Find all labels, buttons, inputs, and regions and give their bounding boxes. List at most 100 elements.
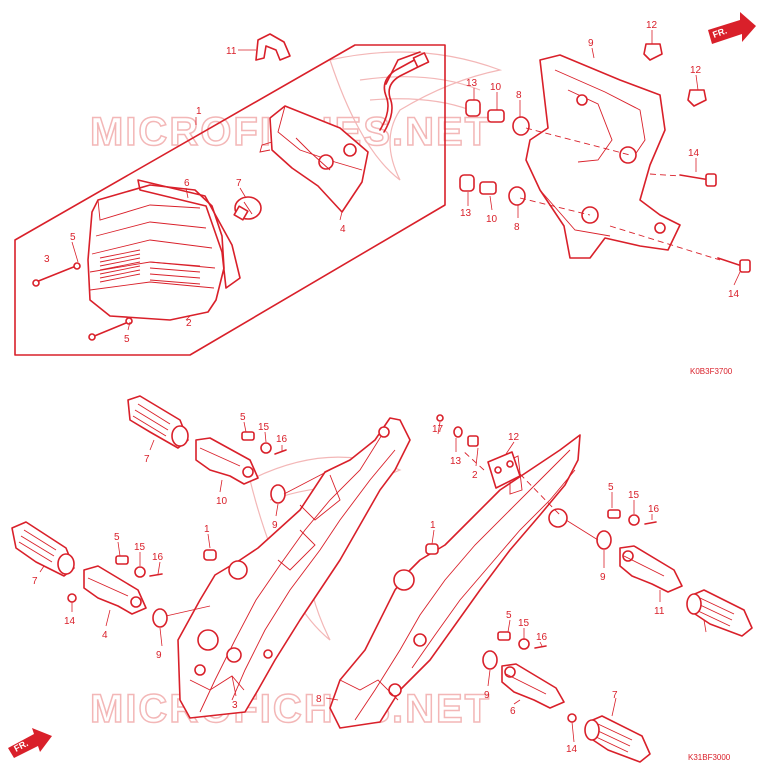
callout-label: 15 [628,490,640,501]
callout-label: 7 [612,690,618,701]
callout-label: 14 [688,148,700,159]
tail-light-lens [87,184,225,321]
screw-icon [88,317,133,341]
callout-label: 5 [124,334,130,345]
washer-icon [596,530,612,550]
front-direction-arrow-top: FR. [708,12,756,44]
callout-label: 4 [102,630,108,641]
callout-label: 14 [566,744,578,755]
wiring-harness [379,51,430,133]
watermark-bottom: MICROFICHES.NET [90,687,491,731]
callout-label: 13 [460,208,472,219]
footpeg-arm [83,565,147,615]
callout-label: 14 [728,289,740,300]
washer-icon [152,608,168,628]
footpeg-rubber [127,395,189,449]
pin-icon [497,631,547,650]
callout-labels-top: 1 2 3 4 5 5 6 7 8 8 9 10 10 11 12 12 13 … [44,20,740,345]
footpeg-arm [619,545,683,593]
callout-label: 12 [508,432,520,443]
tail-light-housing [259,105,369,213]
nut-icon [687,89,707,107]
callout-label: 12 [646,20,658,31]
mounting-plate [487,451,521,489]
callout-label: 9 [588,38,594,49]
bolt-icon [679,173,717,187]
wing-watermark-top [329,51,503,181]
footpeg-arm [501,663,565,709]
callout-label: 16 [536,632,548,643]
washer-icon [482,650,498,670]
callout-label: 9 [484,690,490,701]
callout-label: 8 [516,90,522,101]
callout-label: 10 [486,214,498,225]
callout-label: 7 [32,576,38,587]
collar-icon [425,543,439,555]
right-step-bracket [329,434,581,729]
callout-label: 6 [184,178,190,189]
clip-icon [255,33,291,61]
callout-label: 1 [196,106,202,117]
callout-label: 17 [432,424,444,435]
callout-label: 11 [226,46,237,57]
callout-label: 8 [514,222,520,233]
callout-label: 4 [340,224,346,235]
callout-label: 7 [144,454,150,465]
callout-label: 9 [156,650,162,661]
callout-label: 1 [204,524,210,535]
diagram-code-top: K0B3F3700 [690,367,733,376]
callout-label: 5 [114,532,120,543]
callout-label: 10 [216,496,228,507]
callout-label: 5 [240,412,246,423]
bolt-icon [436,414,479,447]
callout-label: 16 [648,504,660,515]
callout-label: 2 [186,318,192,329]
callout-label: 9 [600,572,606,583]
callout-label: 16 [152,552,164,563]
callout-label: 15 [134,542,146,553]
callout-label: 13 [450,456,462,467]
callout-label: 15 [258,422,270,433]
front-label-top: FR. [711,26,728,40]
callout-label: 12 [690,65,702,76]
callout-label: 5 [608,482,614,493]
pin-icon [241,431,287,455]
callout-label: 14 [64,616,76,627]
bolt-icon [717,257,751,273]
callout-label: 3 [44,254,50,265]
pin-icon [607,509,657,526]
grommet-icon [459,99,530,206]
callout-label: 2 [472,470,478,481]
callout-label: 3 [232,700,238,711]
footpeg-rubber [11,521,75,577]
screw-icon [32,262,81,287]
footpeg-assembly [11,395,753,763]
nut-icon [643,43,663,61]
diagram-code-bottom: K31BF3000 [688,753,731,762]
bulb-icon [233,196,262,221]
callout-label: 5 [70,232,76,243]
tail-light-assembly [14,30,751,356]
callout-label: 5 [506,610,512,621]
pin-icon [115,555,163,578]
bolt-icon [67,593,77,603]
bolt-icon [567,713,577,723]
footpeg-arm [195,437,259,485]
callout-label: 15 [518,618,530,629]
tail-light-gasket [137,179,241,289]
footpeg-rubber [584,715,651,763]
callout-label: 9 [272,520,278,531]
callout-labels-bottom: 1 1 2 3 4 5 5 5 5 6 7 7 7 8 9 9 9 9 10 1… [32,412,665,755]
tail-light-bracket [525,54,681,259]
callout-label: 1 [430,520,436,531]
left-step-bracket [177,417,411,719]
callout-label: 11 [654,606,665,617]
callout-label: 6 [510,706,516,717]
callout-label: 13 [466,78,478,89]
front-direction-arrow-bottom: FR. [8,728,52,758]
callout-label: 8 [316,694,322,705]
callout-label: 7 [236,178,242,189]
collar-icon [203,549,217,561]
footpeg-rubber [686,589,753,637]
